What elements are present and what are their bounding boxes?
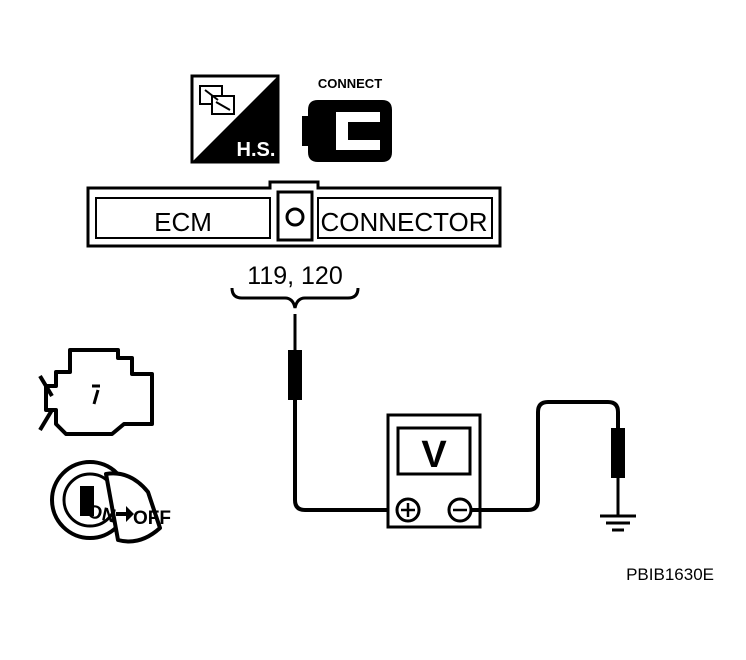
ecm-connector: ECM CONNECTOR — [86, 180, 502, 248]
terminal-numbers: 119, 120 — [247, 262, 342, 290]
ecm-label: ECM — [154, 207, 212, 237]
connector-plug-icon — [199, 85, 235, 115]
ignition-switch-icon: ON OFF — [50, 460, 171, 544]
positive-probe-lead — [288, 314, 398, 512]
connector-terminal-hole — [285, 207, 305, 227]
ignition-off-label: OFF — [133, 508, 171, 529]
harness-side-icon: H.S. — [190, 74, 280, 164]
voltmeter: V — [386, 413, 482, 529]
hs-label: H.S. — [237, 139, 276, 161]
voltmeter-label: V — [421, 434, 447, 476]
connect-label: CONNECT — [318, 76, 382, 91]
terminal-brace — [230, 287, 360, 309]
connect-icon: CONNECT — [302, 76, 392, 162]
arrow-right-icon — [116, 506, 134, 522]
connector-label: CONNECTOR — [320, 207, 487, 237]
ground-icon — [600, 514, 636, 532]
negative-probe-lead — [471, 400, 636, 532]
engine-icon — [38, 348, 154, 436]
figure-id: PBIB1630E — [626, 565, 714, 584]
